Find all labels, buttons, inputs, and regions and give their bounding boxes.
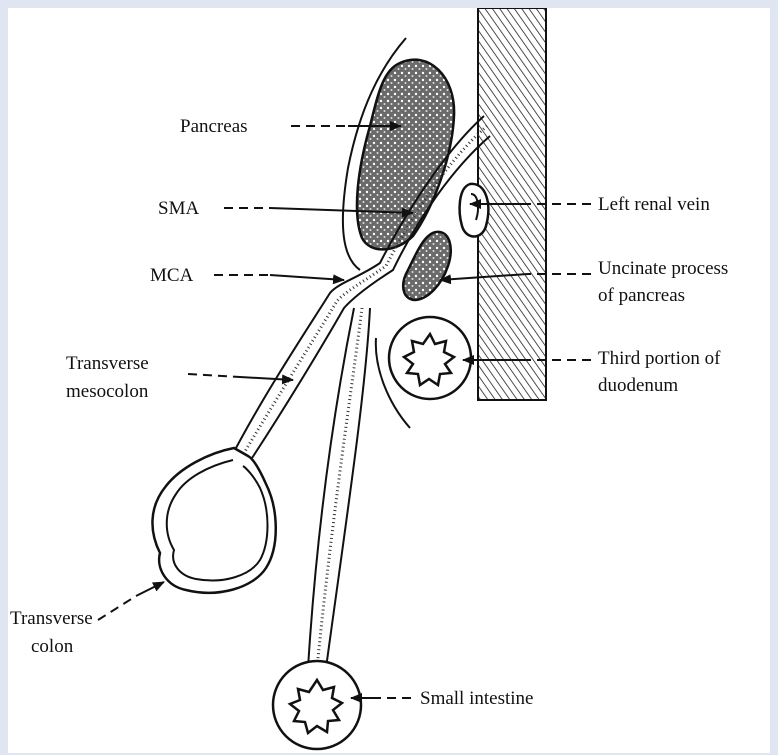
uncinate-shape — [403, 232, 451, 300]
label-transverse-colon-2: colon — [31, 636, 74, 657]
duodenum-shape — [389, 317, 471, 399]
label-transverse-mesocolon-2: mesocolon — [66, 381, 149, 402]
pancreas-shape — [357, 60, 454, 250]
label-third-portion-1: Third portion of — [598, 348, 721, 369]
diagram-panel: Pancreas SMA MCA Transverse mesocolon Tr… — [8, 8, 770, 753]
label-small-intestine: Small intestine — [420, 688, 533, 709]
label-transverse-mesocolon-1: Transverse — [66, 353, 149, 374]
label-uncinate-2: of pancreas — [598, 285, 685, 306]
mesentery-left — [308, 308, 354, 668]
label-third-portion-2: duodenum — [598, 375, 678, 396]
label-left-renal-vein: Left renal vein — [598, 194, 710, 215]
small-intestine-shape — [273, 661, 361, 749]
label-transverse-colon-1: Transverse — [10, 608, 93, 629]
label-mca: MCA — [150, 265, 194, 286]
label-uncinate-1: Uncinate process — [598, 258, 728, 279]
mesentery-hatch — [317, 308, 362, 668]
left-renal-vein-shape — [460, 184, 489, 237]
label-sma: SMA — [158, 198, 199, 219]
anatomy-diagram: Pancreas SMA MCA Transverse mesocolon Tr… — [8, 8, 770, 753]
mesentery-right — [326, 308, 370, 668]
transverse-colon-shape — [152, 448, 275, 593]
label-pancreas: Pancreas — [180, 116, 248, 137]
